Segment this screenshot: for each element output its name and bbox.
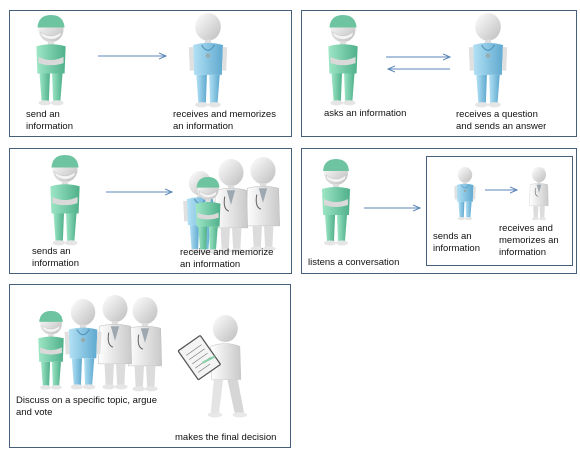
- doctor-icon: [468, 12, 508, 108]
- doctor-icon: [188, 12, 228, 108]
- receivers-label: receive and memorize an information: [180, 247, 274, 270]
- arrow-icon: [386, 65, 450, 73]
- sender-label: send an information: [26, 109, 73, 132]
- inner-conversation-panel: sends an information receives and memori…: [426, 156, 573, 266]
- clipboard-figure-icon: [177, 313, 249, 419]
- doctor-group-icon: [180, 156, 292, 255]
- arrow-icon: [364, 203, 422, 213]
- doctor-with-cap-icon: [35, 14, 67, 106]
- panel-listen-conversation: listens a conversation sends an informat…: [301, 148, 577, 274]
- doctor-group-icon: [24, 293, 166, 393]
- asker-label: asks an information: [324, 108, 407, 119]
- panel-broadcast-information: sends an information receive and memoriz…: [9, 148, 292, 274]
- doctor-with-cap-icon: [327, 14, 359, 106]
- panel-discussion-decision: Discuss on a specific topic, argue and v…: [9, 284, 291, 448]
- panel-ask-information: asks an information receives a question …: [301, 10, 577, 137]
- listener-label: listens a conversation: [308, 257, 400, 268]
- doctor-with-cap-icon: [321, 158, 351, 246]
- arrow-icon: [485, 185, 519, 195]
- doctor-icon: [529, 166, 549, 221]
- doctor-with-cap-icon: [49, 154, 81, 246]
- sender-label: sends an information: [32, 246, 79, 269]
- inner-sender-label: sends an information: [433, 231, 480, 254]
- arrow-icon: [386, 53, 452, 61]
- arrow-icon: [106, 187, 174, 197]
- arrow-icon: [98, 51, 168, 61]
- doctor-icon: [453, 166, 477, 221]
- answerer-label: receives a question and sends an answer: [456, 109, 547, 132]
- group-label: Discuss on a specific topic, argue and v…: [16, 395, 157, 418]
- inner-receiver-label: receives and memorizes an information: [499, 223, 559, 258]
- panel-send-information: send an information receives and memoriz…: [9, 10, 292, 137]
- decision-label: makes the final decision: [175, 432, 277, 443]
- receiver-label: receives and memorizes an information: [173, 109, 276, 132]
